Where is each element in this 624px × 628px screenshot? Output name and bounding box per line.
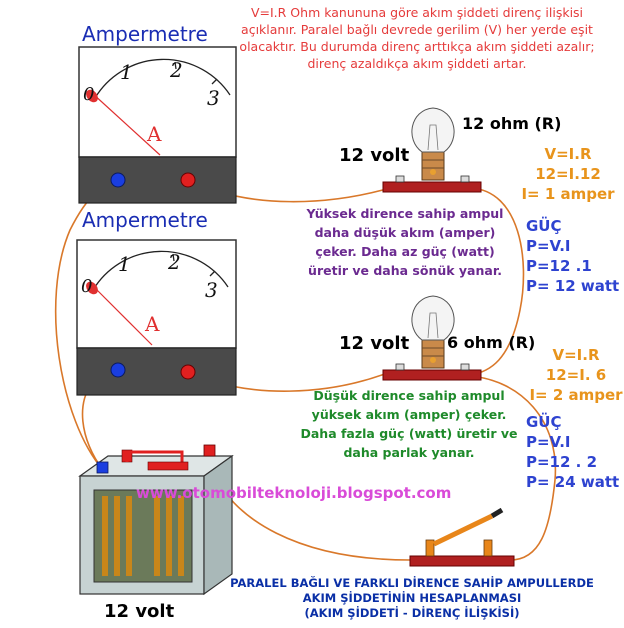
power-bottom-formula: P=V.I: [526, 433, 571, 451]
footer-line2: AKIM ŞİDDETİNİN HESAPLANMASI: [302, 591, 522, 605]
ammeter-top-scale-0: 0: [83, 84, 95, 105]
power-top-heading: GÜÇ: [526, 217, 562, 235]
calc-bottom-formula: V=I.R: [552, 346, 600, 364]
power-top: GÜÇ P=V.I P=12 .1 P= 12 watt: [526, 216, 619, 296]
battery-label: 12 volt: [104, 601, 175, 622]
calc-top-result: I= 1 amper: [521, 185, 615, 203]
bulb-top: [382, 107, 482, 193]
ammeter-top-title: Ampermetre: [82, 22, 208, 46]
switch: [409, 507, 515, 567]
ammeter-bottom-scale-1: 1: [118, 252, 131, 276]
calc-bottom-result: I= 2 amper: [529, 386, 623, 404]
terminal-blue-bottom: [110, 362, 126, 378]
calc-top-substitution: 12=I.12: [535, 165, 601, 183]
website-link[interactable]: www.otomobilteknoloji.blogspot.com: [136, 484, 452, 502]
ammeter-bottom-title: Ampermetre: [82, 208, 208, 232]
ammeter-bottom-scale-2: 2: [168, 250, 181, 274]
ammeter-top: [78, 46, 237, 204]
ammeter-top-scale-3: 3: [207, 86, 220, 110]
terminal-blue-top: [110, 172, 126, 188]
battery: [78, 444, 234, 596]
intro-text: V=I.R Ohm kanununa göre akım şiddeti dir…: [239, 5, 595, 71]
calc-top-formula: V=I.R: [544, 145, 592, 163]
power-top-substitution: P=12 .1: [526, 257, 592, 275]
terminal-red-bottom: [180, 364, 196, 380]
bulb-bottom-ohm-label: 6 ohm (R): [447, 333, 536, 352]
wire-top-bulb-to-return: [469, 187, 525, 376]
needle-bottom: [89, 282, 153, 346]
power-bottom-result: P= 24 watt: [526, 473, 620, 491]
calc-bottom: V=I.R 12=I. 6 I= 2 amper: [528, 345, 624, 405]
power-bottom-substitution: P=12 . 2: [526, 453, 598, 471]
footer-line1: PARALEL BAĞLI VE FARKLI DİRENCE SAHİP AM…: [230, 576, 594, 590]
battery-terminal-blue: [96, 461, 109, 474]
ammeter-bottom-scale-0: 0: [81, 276, 93, 297]
bulb-top-volt-label: 12 volt: [339, 145, 410, 166]
desc-top: Yüksek dirence sahip ampul daha düşük ak…: [306, 206, 504, 278]
wire-battery-to-switch: [209, 464, 411, 561]
calc-bottom-substitution: 12=I. 6: [545, 366, 607, 384]
power-top-result: P= 12 watt: [526, 277, 620, 295]
wire-bottom-bulb-to-switch: [469, 375, 557, 561]
needle-top: [91, 92, 161, 156]
ammeter-bottom-unit: A: [145, 312, 160, 336]
ammeter-top-scale-2: 2: [170, 58, 183, 82]
ammeter-top-unit: A: [147, 122, 162, 146]
calc-top: V=I.R 12=I.12 I= 1 amper: [514, 144, 622, 204]
bulb-bottom: [382, 295, 482, 381]
power-top-formula: P=V.I: [526, 237, 571, 255]
terminal-red-top: [180, 172, 196, 188]
battery-terminal-red: [203, 444, 216, 457]
bulb-bottom-volt-label: 12 volt: [339, 333, 410, 354]
ammeter-top-scale-1: 1: [120, 60, 133, 84]
ammeter-bottom: [76, 239, 237, 396]
footer-caption: PARALEL BAĞLI VE FARKLI DİRENCE SAHİP AM…: [216, 576, 608, 621]
power-bottom-heading: GÜÇ: [526, 413, 562, 431]
power-bottom: GÜÇ P=V.I P=12 . 2 P= 24 watt: [526, 412, 619, 492]
ammeter-bottom-scale-3: 3: [205, 278, 218, 302]
desc-bottom: Düşük dirence sahip ampul yüksek akım (a…: [300, 388, 518, 460]
bulb-top-ohm-label: 12 ohm (R): [462, 114, 562, 133]
footer-line3: (AKIM ŞİDDETİ - DİRENÇ İLİŞKİSİ): [304, 606, 520, 620]
